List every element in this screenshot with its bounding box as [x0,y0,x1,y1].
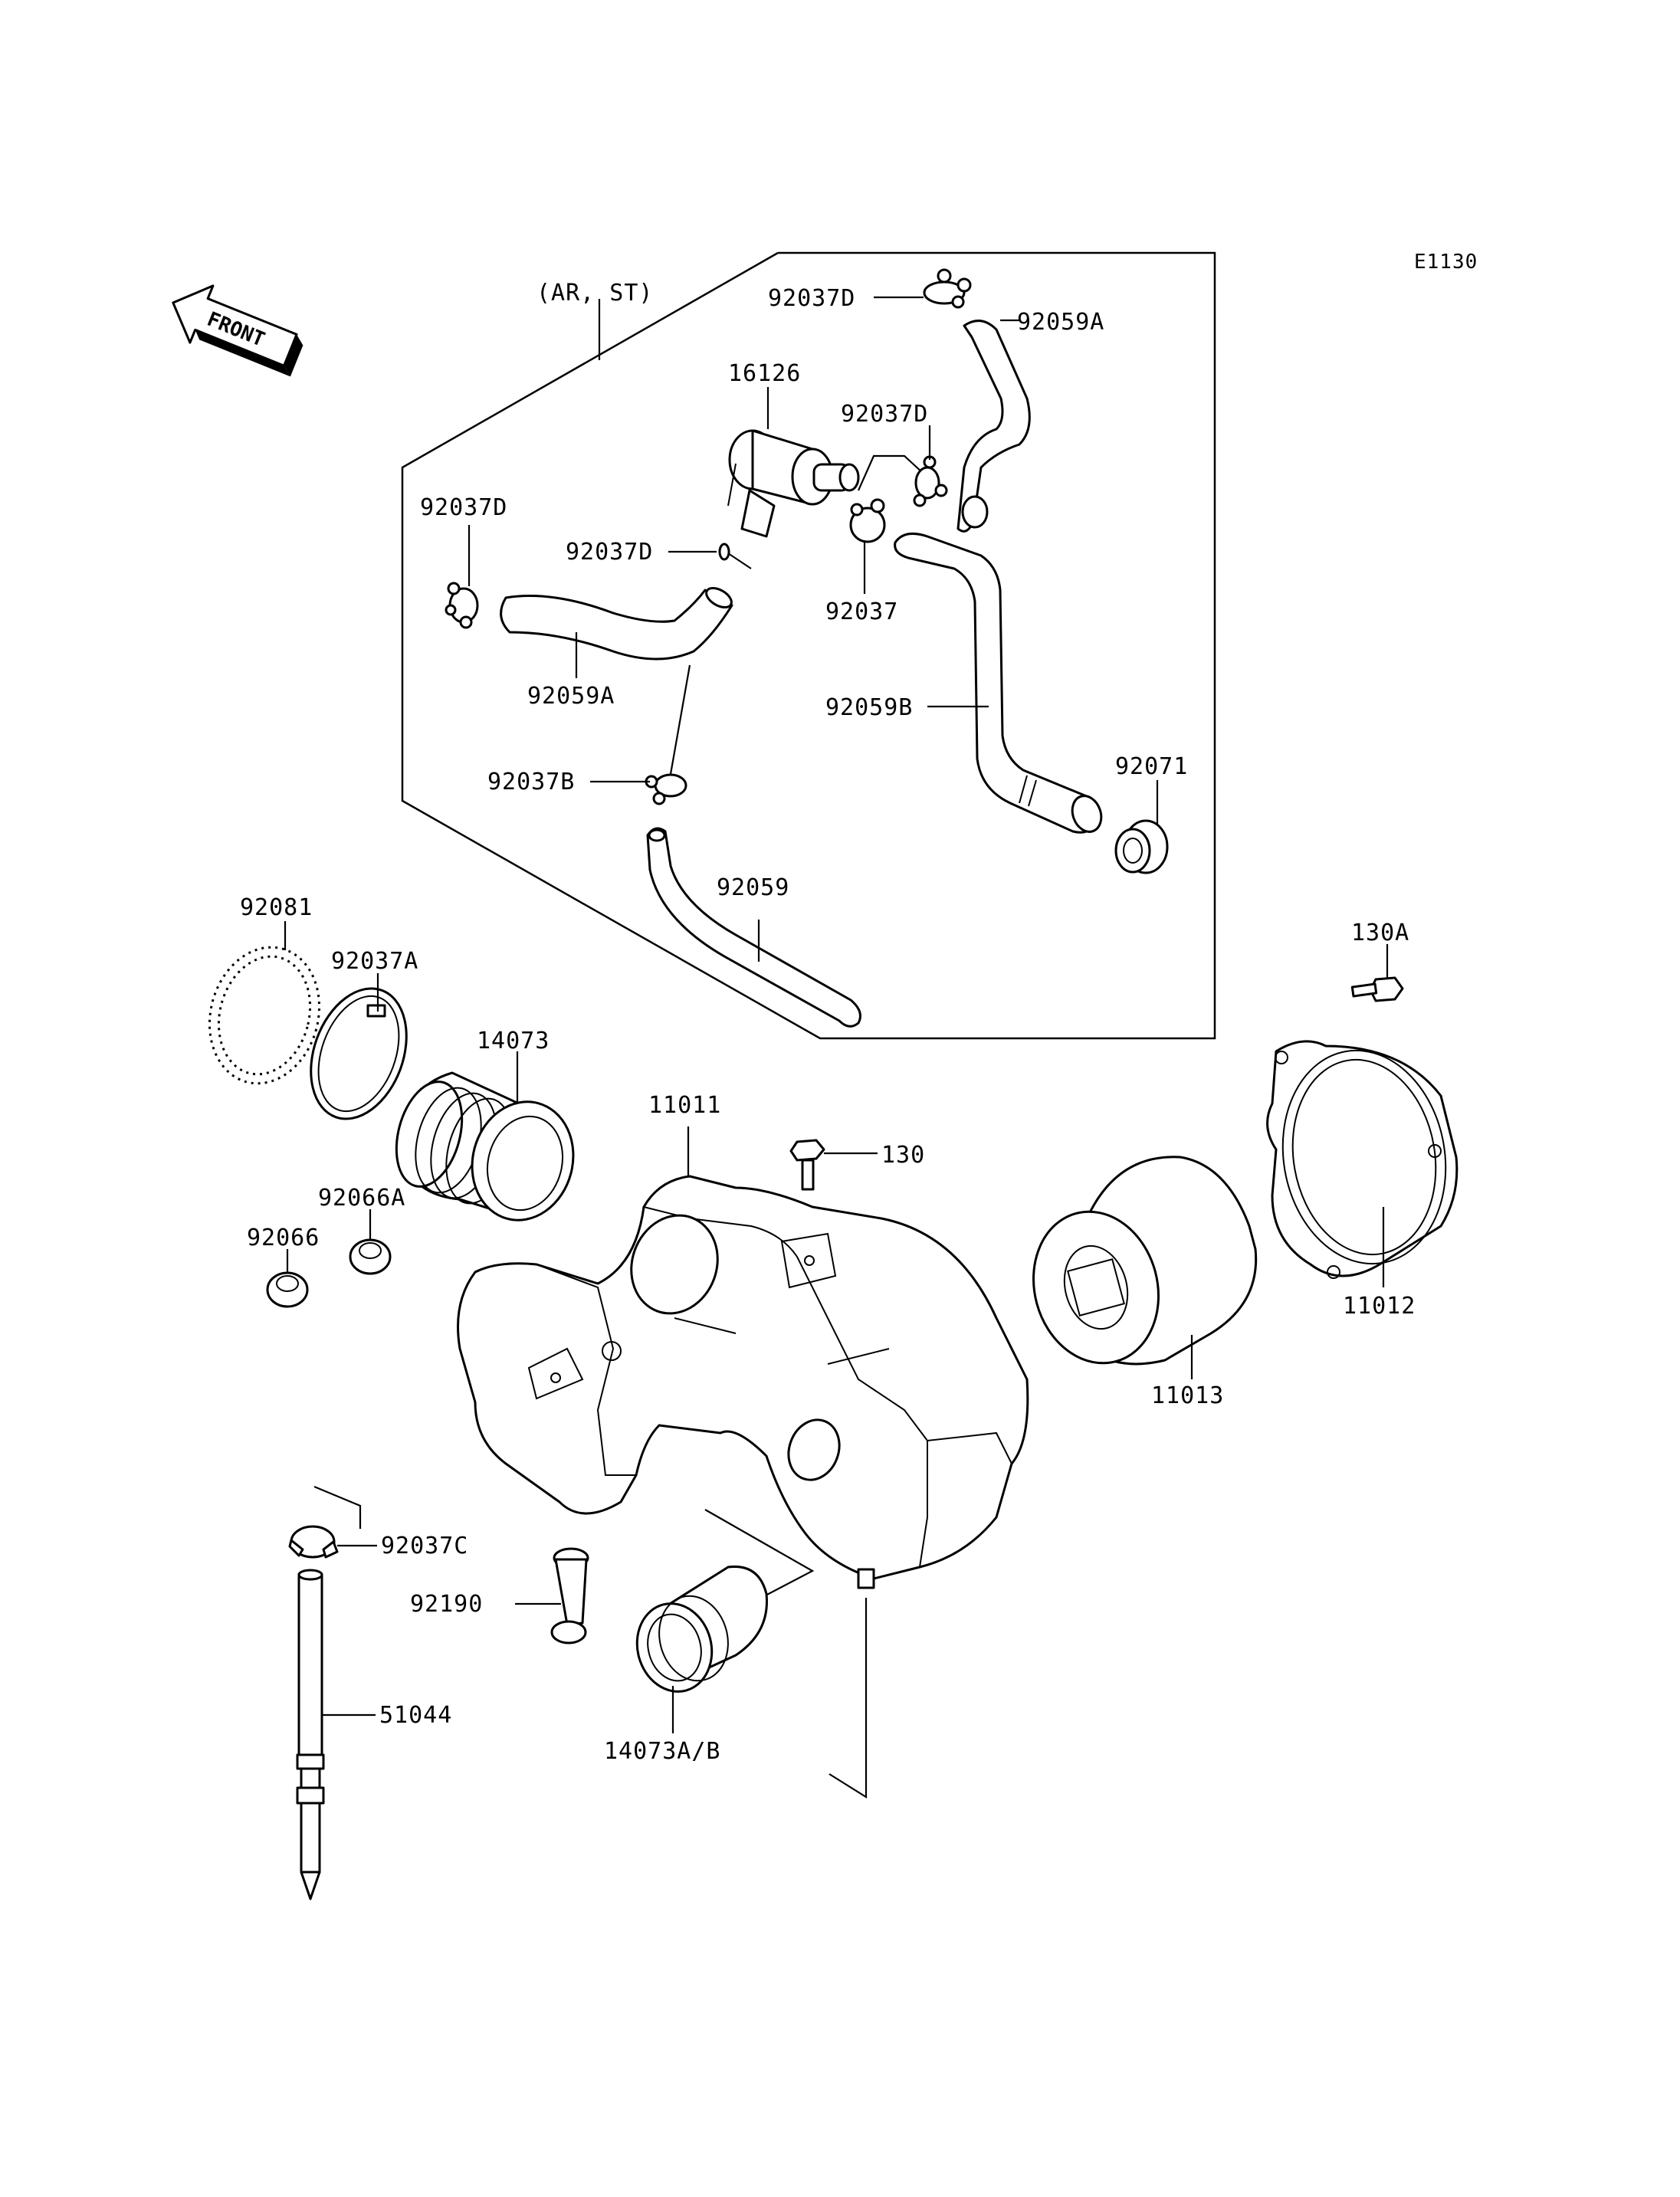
hose-clamp-icon [288,1525,339,1559]
part-label-11011: 11011 [648,1092,721,1119]
part-label-92066: 92066 [247,1225,320,1251]
part-label-92037B: 92037B [487,769,575,795]
ar-st-assembly-box: (AR, ST) [401,251,1216,1040]
air-filter-element-icon [1032,1156,1258,1366]
hose-clamp-icon [445,582,479,629]
breather-hose-icon [646,827,861,1028]
part-label-92037D-top: 92037D [768,285,855,312]
air-box-icon [457,1175,1029,1589]
hose-clamp-icon [923,268,972,309]
breather-hose-icon [500,587,733,661]
part-label-14073: 14073 [477,1028,550,1054]
hose-clamp-icon [645,773,687,805]
part-label-130A: 130A [1351,920,1409,946]
part-label-92081: 92081 [240,894,313,921]
hose-clamp-icon [913,455,948,507]
bolt-icon [789,1139,825,1191]
breather-hose-icon [894,532,1103,834]
elbow-fitting-icon [550,1547,589,1644]
part-label-92037D-left: 92037D [420,494,507,521]
part-label-92071: 92071 [1115,753,1188,780]
part-label-92059: 92059 [717,874,789,901]
part-label-130: 130 [881,1142,925,1169]
part-label-92037D-mid: 92037D [841,401,928,428]
check-valve-icon [727,429,860,538]
spring-band-icon [208,946,321,1085]
part-label-92059A-left: 92059A [527,683,615,710]
drain-tube-icon [296,1569,325,1900]
variant-label: (AR, ST) [536,280,654,307]
part-label-92037C: 92037C [381,1533,468,1559]
nut-icon [266,1271,309,1308]
bolt-icon [1350,976,1404,1002]
part-label-92037: 92037 [825,598,898,625]
part-label-92037A: 92037A [331,948,418,975]
grommet-icon [1114,819,1169,874]
diagram-code: E1130 [1414,251,1478,274]
wire-clip-icon [718,543,752,569]
hose-clamp-icon [849,498,886,543]
nut-icon [349,1238,392,1275]
part-label-92059A-right: 92059A [1017,309,1104,336]
front-arrow-icon: FRONT [172,284,304,377]
part-label-92190: 92190 [410,1591,483,1618]
filter-cover-icon [1266,1040,1459,1279]
part-label-11012: 11012 [1343,1293,1416,1320]
part-label-92066A: 92066A [318,1185,405,1212]
part-label-16126: 16126 [728,360,801,387]
clamp-band-icon [310,987,408,1120]
breather-hose-icon [956,320,1031,533]
part-label-92059B: 92059B [825,694,913,721]
intake-duct-icon [395,1071,575,1221]
part-label-51044: 51044 [379,1702,452,1729]
part-label-14073AB: 14073A/B [604,1738,721,1765]
part-label-92037D-small: 92037D [566,539,653,566]
part-label-11013: 11013 [1151,1382,1224,1409]
intake-duct-icon [635,1565,768,1693]
